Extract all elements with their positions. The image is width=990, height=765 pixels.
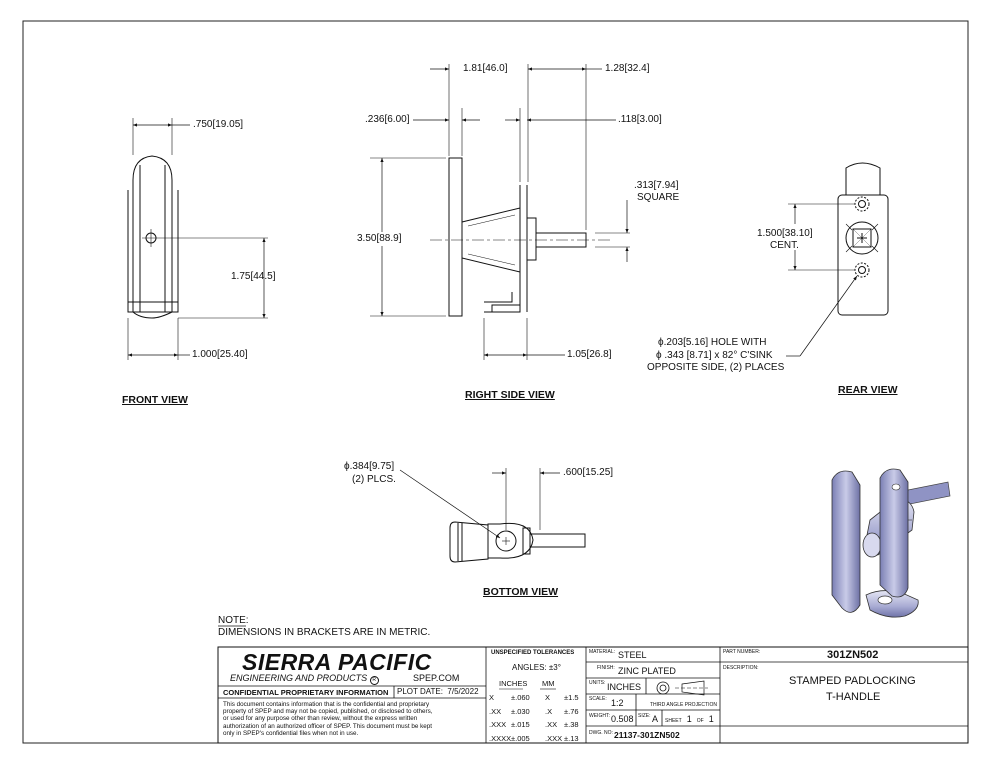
description-line1: STAMPED PADLOCKING bbox=[789, 675, 916, 687]
dim-front-width-bottom: 1.000[25.40] bbox=[192, 349, 248, 360]
rear-view-drawing bbox=[786, 162, 889, 357]
registered-mark-icon: R bbox=[369, 676, 379, 685]
dim-side-plate-thickness: .236[6.00] bbox=[365, 114, 410, 125]
right-side-view-drawing bbox=[370, 64, 630, 360]
tolerance-row: .XX±.030.X±.76 bbox=[489, 706, 579, 716]
title-block-grid bbox=[217, 646, 969, 744]
sheet-border bbox=[22, 20, 969, 744]
dim-bottom-dia-label: (2) PLCS. bbox=[352, 474, 396, 485]
dim-side-square: .313[7.94] bbox=[634, 180, 679, 191]
dim-front-width-top: .750[19.05] bbox=[193, 119, 244, 130]
tolerance-row: .XXX±.015.XX±.38 bbox=[489, 720, 579, 729]
note-text: DIMENSIONS IN BRACKETS ARE IN METRIC. bbox=[218, 627, 431, 638]
confidential-text: This document contains information that … bbox=[223, 701, 433, 737]
dim-side-square-label: SQUARE bbox=[637, 192, 680, 203]
front-view-label: FRONT VIEW bbox=[122, 394, 188, 406]
note-title: NOTE: bbox=[218, 615, 249, 626]
confidential-header: CONFIDENTIAL PROPRIETARY INFORMATION bbox=[223, 688, 389, 697]
tolerances-inches: INCHES bbox=[499, 679, 528, 688]
size-value: A bbox=[652, 714, 659, 724]
tolerance-row: .XXXX±.005.XXX±.13 bbox=[489, 733, 579, 743]
weight-value: 0.508 bbox=[611, 714, 634, 724]
material-value: STEEL bbox=[618, 650, 647, 660]
dim-bottom-len: .600[15.25] bbox=[563, 467, 614, 478]
dim-bottom-dia: ϕ.384[9.75] bbox=[344, 461, 395, 472]
dim-side-shaft-length: 1.28[32.4] bbox=[605, 63, 650, 74]
rear-view-label: REAR VIEW bbox=[838, 384, 898, 396]
bottom-view-drawing bbox=[399, 468, 586, 563]
dim-side-total-depth: 1.81[46.0] bbox=[463, 63, 508, 74]
hole-callout-line1: ϕ.203[5.16] HOLE WITH bbox=[658, 337, 767, 348]
units-label: UNITS: bbox=[589, 680, 606, 686]
company-website: SPEP.COM bbox=[413, 673, 460, 683]
hole-callout-line3: OPPOSITE SIDE, (2) PLACES bbox=[647, 362, 785, 373]
finish-value: ZINC PLATED bbox=[618, 666, 676, 676]
sheet-info: SHEET 1 OF 1 bbox=[665, 714, 714, 724]
size-label: SIZE: bbox=[638, 713, 651, 719]
scale-value: 1:2 bbox=[611, 698, 624, 708]
tolerances-angles: ANGLES: ±3° bbox=[512, 663, 561, 672]
description-label: DESCRIPTION: bbox=[723, 665, 759, 671]
dim-front-center-height: 1.75[44.5] bbox=[231, 271, 276, 282]
scale-label: SCALE: bbox=[589, 696, 607, 702]
tolerances-header: UNSPECIFIED TOLERANCES bbox=[491, 650, 575, 656]
dim-side-height: 3.50[88.9] bbox=[357, 233, 402, 244]
dim-side-bottom-depth: 1.05[26.8] bbox=[567, 349, 612, 360]
isometric-render bbox=[831, 468, 951, 618]
finish-label: FINISH: bbox=[597, 665, 615, 671]
dwg-label: DWG. NO: bbox=[589, 730, 613, 736]
company-sub: ENGINEERING AND PRODUCTS R bbox=[230, 674, 379, 685]
company-logo: SIERRA PACIFIC bbox=[242, 649, 432, 675]
units-value: INCHES bbox=[607, 682, 642, 692]
front-view-drawing bbox=[127, 118, 268, 360]
part-number-label: PART NUMBER: bbox=[723, 649, 761, 655]
tolerances-mm: MM bbox=[542, 679, 555, 688]
dim-rear-cent: 1.500[38.10] bbox=[757, 228, 813, 239]
projection-label: THIRD ANGLE PROJECTION bbox=[650, 702, 717, 708]
plot-date: PLOT DATE: 7/5/2022 bbox=[397, 687, 479, 696]
part-number: 301ZN502 bbox=[827, 649, 879, 661]
description-line2: T-HANDLE bbox=[826, 691, 881, 703]
hole-callout-line2: ϕ .343 [8.71] x 82° C'SINK bbox=[656, 350, 773, 361]
weight-label: WEIGHT: bbox=[589, 713, 610, 719]
right-side-view-label: RIGHT SIDE VIEW bbox=[465, 389, 555, 401]
dim-rear-cent-label: CENT. bbox=[770, 240, 799, 251]
bottom-view-label: BOTTOM VIEW bbox=[483, 586, 559, 598]
dim-side-flange-thickness: .118[3.00] bbox=[618, 114, 662, 125]
dwg-number: 21137-301ZN502 bbox=[614, 730, 680, 740]
material-label: MATERIAL: bbox=[589, 649, 616, 655]
